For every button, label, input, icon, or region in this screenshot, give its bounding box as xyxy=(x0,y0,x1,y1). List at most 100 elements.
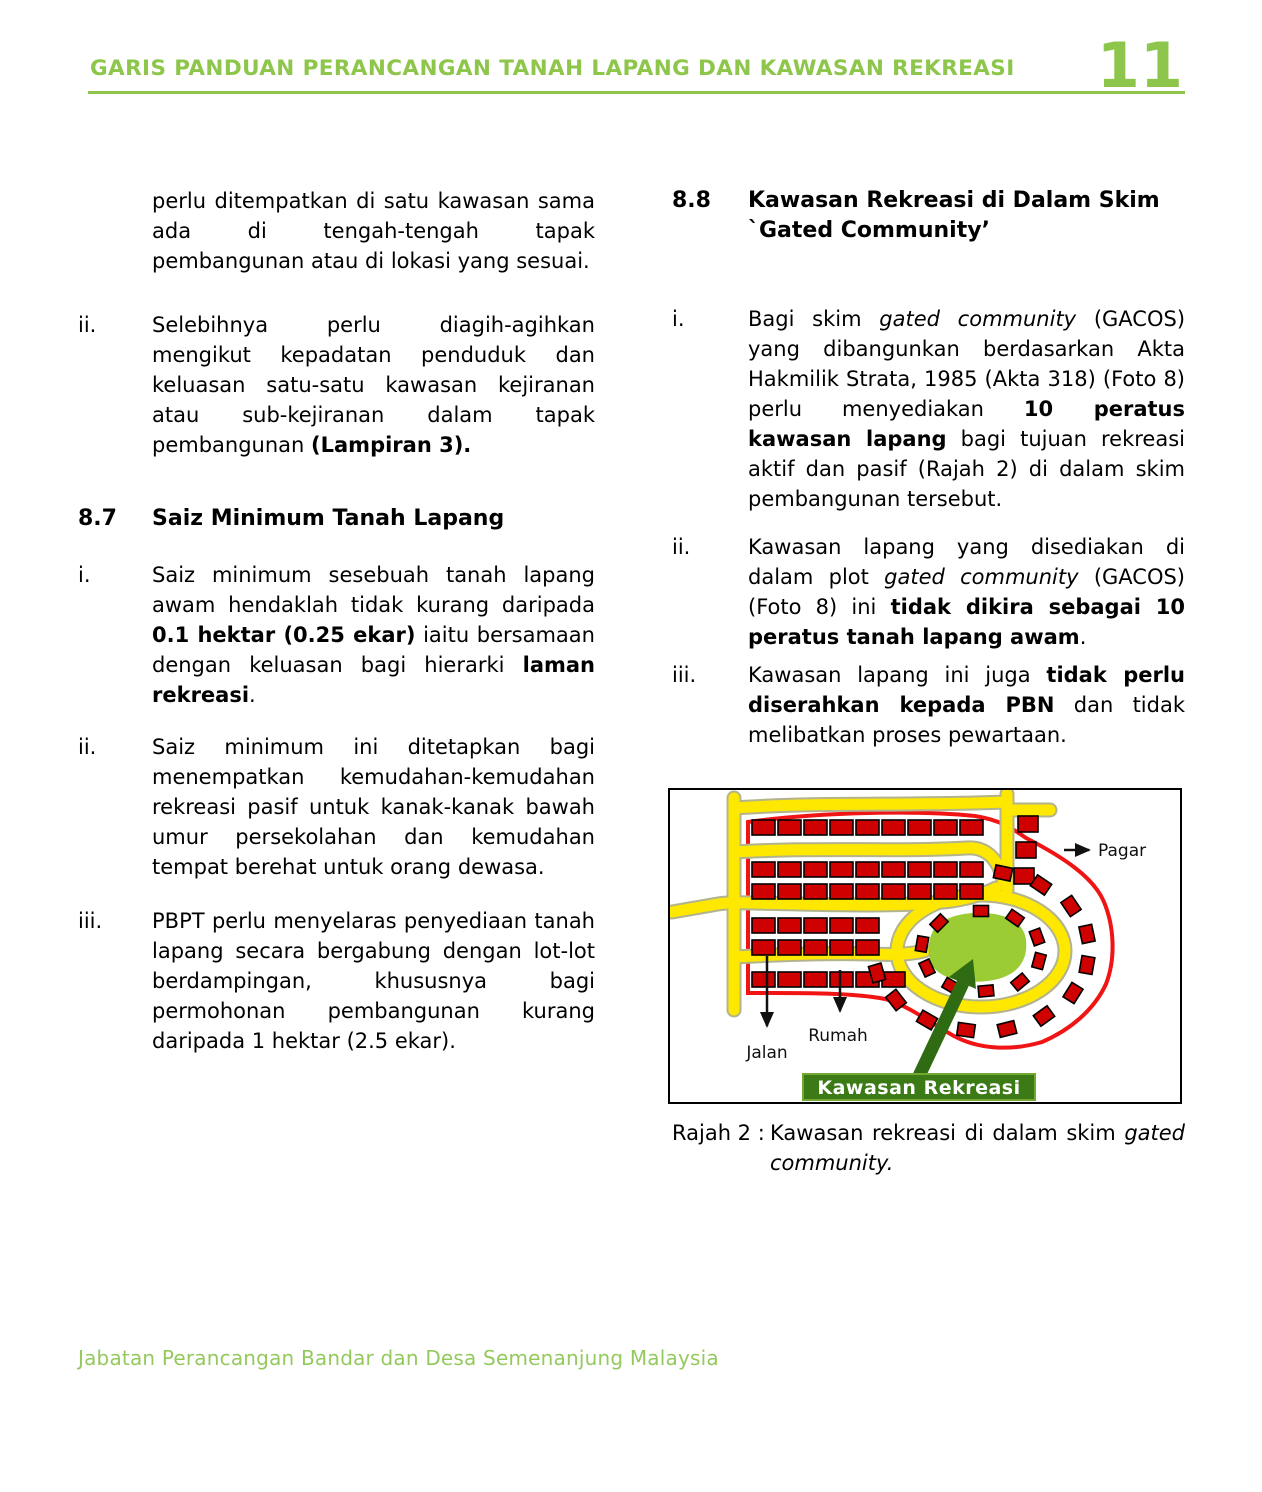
house xyxy=(751,917,776,934)
list-item: ii. Kawasan lapang yang disediakan di da… xyxy=(672,532,1185,652)
house xyxy=(867,962,887,984)
house xyxy=(751,861,776,878)
annotation-arrows xyxy=(760,843,1091,1028)
house xyxy=(751,939,776,956)
section-heading-8-8: 8.8 Kawasan Rekreasi di Dalam Skim `Gate… xyxy=(672,186,1185,246)
house xyxy=(933,883,958,900)
paragraph-text: Kawasan lapang yang disediakan di dalam … xyxy=(748,535,1185,649)
house xyxy=(972,904,990,918)
house xyxy=(1029,873,1053,897)
item-marker: ii. xyxy=(672,535,691,559)
house xyxy=(881,883,906,900)
item-marker: i. xyxy=(78,563,91,587)
house xyxy=(917,957,937,979)
house xyxy=(1009,971,1031,993)
house xyxy=(959,883,984,900)
house xyxy=(996,1019,1018,1039)
house xyxy=(751,971,776,988)
house xyxy=(914,934,930,954)
paragraph-text: perlu ditempatkan di satu kawasan sama a… xyxy=(152,189,595,273)
house xyxy=(777,939,802,956)
house xyxy=(1077,923,1097,945)
house xyxy=(855,883,880,900)
item-marker: ii. xyxy=(78,735,97,759)
house xyxy=(855,917,880,934)
house xyxy=(777,917,802,934)
gated-community-diagram: Jalan Rumah Pagar Kawasan Rekreasi xyxy=(670,790,1146,1101)
house xyxy=(1059,894,1083,918)
house xyxy=(855,819,880,836)
house xyxy=(881,819,906,836)
house xyxy=(907,883,932,900)
item-marker: ii. xyxy=(78,313,97,337)
recreation-pointer-arrow xyxy=(913,959,976,1079)
house xyxy=(955,1021,977,1039)
figure-rajah-2: Jalan Rumah Pagar Kawasan Rekreasi xyxy=(668,788,1182,1104)
list-item: iii. PBPT perlu menyelaras penyediaan ta… xyxy=(78,906,595,1056)
jalan-label: Jalan xyxy=(745,1043,787,1063)
house xyxy=(1061,981,1085,1005)
paragraph-text: Selebihnya perlu diagih-agihkan mengikut… xyxy=(152,313,595,457)
section-number: 8.7 xyxy=(78,506,117,531)
list-item: ii. Saiz minimum ini ditetapkan bagi men… xyxy=(78,732,595,882)
house xyxy=(829,939,854,956)
house xyxy=(933,819,958,836)
houses-group xyxy=(751,815,1097,1039)
house xyxy=(928,912,950,934)
recreation-label-text: Kawasan Rekreasi xyxy=(817,1077,1020,1099)
header-rule xyxy=(88,90,1185,94)
section-heading-8-7: 8.7 Saiz Minimum Tanah Lapang xyxy=(78,504,595,534)
list-item: i. Bagi skim gated community (GACOS) yan… xyxy=(672,304,1185,514)
paragraph-text: Saiz minimum sesebuah tanah lapang awam … xyxy=(152,563,595,707)
house xyxy=(959,819,984,836)
house xyxy=(829,883,854,900)
house xyxy=(829,917,854,934)
house xyxy=(1030,951,1048,971)
house xyxy=(777,861,802,878)
house xyxy=(855,939,880,956)
house xyxy=(1032,1004,1056,1028)
house xyxy=(1028,927,1046,947)
house xyxy=(933,861,958,878)
column-left: perlu ditempatkan di satu kawasan sama a… xyxy=(78,186,595,1178)
house xyxy=(803,861,828,878)
house xyxy=(1017,815,1039,833)
item-marker: iii. xyxy=(78,909,103,933)
house xyxy=(907,819,932,836)
house xyxy=(829,861,854,878)
paragraph-continuation: perlu ditempatkan di satu kawasan sama a… xyxy=(78,186,595,276)
paragraph-text: Kawasan lapang ini juga tidak perlu dise… xyxy=(748,663,1186,747)
caption-text: Kawasan rekreasi di dalam skim gated com… xyxy=(770,1121,1185,1175)
item-marker: iii. xyxy=(672,663,697,687)
house xyxy=(1013,867,1035,885)
house xyxy=(751,883,776,900)
house xyxy=(803,971,828,988)
house xyxy=(751,819,776,836)
house xyxy=(1078,954,1096,976)
diagram-frame: Jalan Rumah Pagar Kawasan Rekreasi xyxy=(668,788,1182,1104)
house xyxy=(907,861,932,878)
page-header: GARIS PANDUAN PERANCANGAN TANAH LAPANG D… xyxy=(88,29,1185,102)
footer-text: Jabatan Perancangan Bandar dan Desa Seme… xyxy=(78,1346,719,1370)
list-item: ii. Selebihnya perlu diagih-agihkan meng… xyxy=(78,310,595,460)
house xyxy=(884,988,908,1012)
list-item: i. Saiz minimum sesebuah tanah lapang aw… xyxy=(78,560,595,710)
section-title: Saiz Minimum Tanah Lapang xyxy=(152,506,505,531)
house xyxy=(803,917,828,934)
caption-label: Rajah 2 : xyxy=(672,1121,765,1145)
list-item: iii. Kawasan lapang ini juga tidak perlu… xyxy=(672,660,1185,750)
house xyxy=(829,819,854,836)
section-number: 8.8 xyxy=(672,188,711,213)
paragraph-text: Saiz minimum ini ditetapkan bagi menempa… xyxy=(152,735,595,879)
column-right: 8.8 Kawasan Rekreasi di Dalam Skim `Gate… xyxy=(668,186,1185,1178)
page-number: 11 xyxy=(1096,29,1183,102)
item-marker: i. xyxy=(672,307,685,331)
recreation-field xyxy=(928,912,1027,982)
figure-caption: Rajah 2 : Kawasan rekreasi di dalam skim… xyxy=(672,1118,1185,1178)
section-title: Kawasan Rekreasi di Dalam Skim `Gated Co… xyxy=(748,188,1160,243)
house xyxy=(992,863,1014,883)
house xyxy=(959,861,984,878)
house xyxy=(777,819,802,836)
house xyxy=(855,861,880,878)
